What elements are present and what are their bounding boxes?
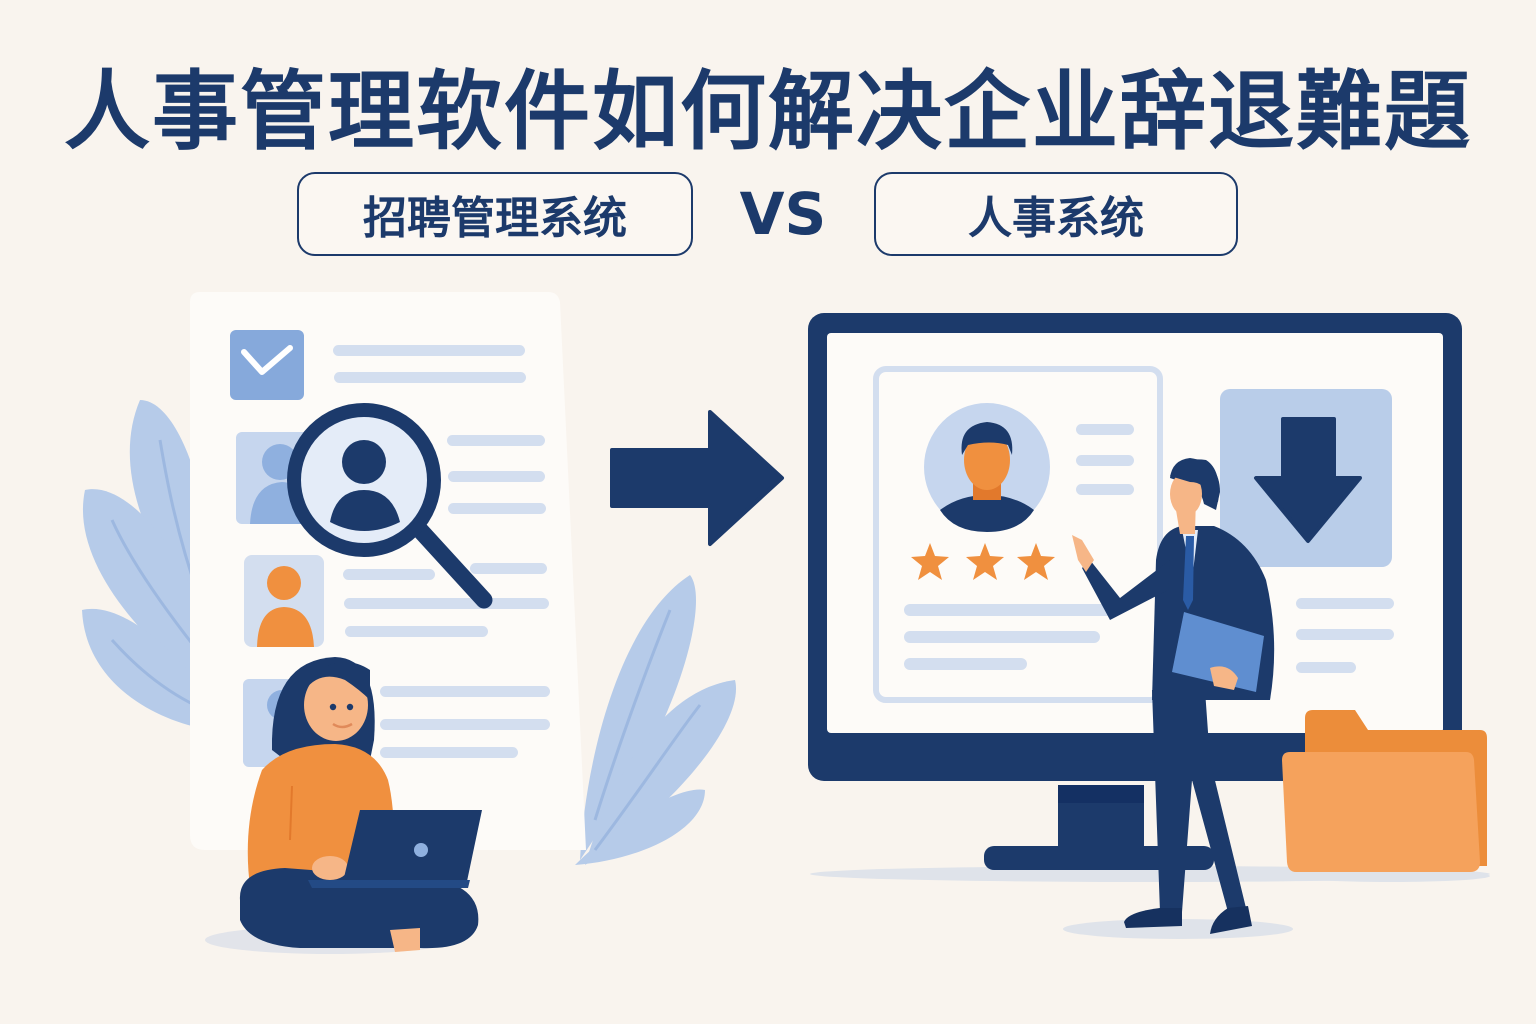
profile-card-icon [873, 366, 1163, 703]
leaf-icon-left [82, 400, 210, 730]
arrow-right-icon [610, 410, 784, 546]
woman-with-laptop [205, 657, 482, 954]
star-icon [1017, 543, 1055, 580]
folder-icon [1282, 710, 1490, 882]
businessman-icon [1063, 458, 1293, 939]
star-rating [911, 543, 1055, 580]
magnifier-person-icon [287, 403, 493, 609]
checkbox-check-icon [230, 330, 304, 400]
page-title: 人事管理软件如何解决企业辞退難題 [64, 62, 1472, 162]
star-icon [911, 543, 949, 580]
star-icon [966, 543, 1004, 580]
hr-system-pill: 人事系统 [874, 172, 1238, 256]
recruitment-system-label: 招聘管理系统 [363, 193, 627, 244]
hr-system-label: 人事系统 [968, 193, 1144, 244]
vs-label: VS [739, 180, 827, 248]
leaf-icon-right [575, 575, 737, 865]
recruitment-system-pill: 招聘管理系统 [297, 172, 693, 256]
person-avatar-icon-2 [244, 555, 324, 647]
download-arrow-icon [1220, 389, 1394, 673]
